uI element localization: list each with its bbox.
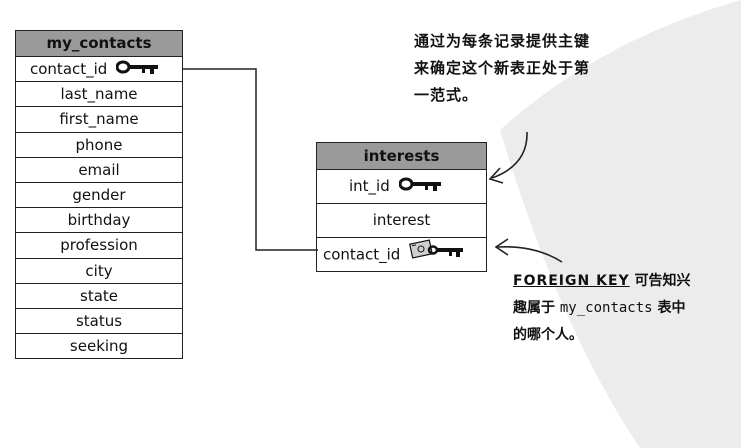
int-id-label: int_id xyxy=(349,177,390,195)
fk-note-line3: 的哪个人。 xyxy=(513,327,583,343)
primary-key-annotation: 通过为每条记录提供主键 来确定这个新表正处于第 一范式。 xyxy=(414,28,629,109)
field-status: status xyxy=(16,309,182,335)
interests-table: interests int_id interest contact_id xyxy=(316,142,487,272)
field-seeking: seeking xyxy=(69,337,129,356)
field-interest: interest xyxy=(317,204,486,238)
my-contacts-header: my_contacts xyxy=(16,31,182,57)
foreign-key-annotation: FOREIGN KEY 可告知兴 趣属于 my_contacts 表中 的哪个人… xyxy=(513,268,738,349)
my-contacts-table: my_contacts contact_id last_name first_n… xyxy=(15,30,183,360)
key-icon xyxy=(398,170,443,203)
interests-foreign-key-row: contact_id xyxy=(317,238,486,271)
fk-note-line2-a: 趣属于 xyxy=(513,300,560,316)
field-first-name: first_name xyxy=(16,107,182,133)
field-birthday: birthday xyxy=(16,208,182,234)
field-city: city xyxy=(16,259,182,284)
foreign-key-term: FOREIGN KEY xyxy=(513,273,630,289)
fk-note-line1-rest: 可告知兴 xyxy=(629,273,691,289)
foreign-key-label: contact_id xyxy=(323,245,401,264)
interests-primary-key-row: int_id xyxy=(317,170,486,204)
primary-key-label: contact_id xyxy=(30,60,108,78)
interests-header: interests xyxy=(317,143,486,170)
fk-note-line2-b: 表中 xyxy=(652,300,686,316)
field-last-name: last_name xyxy=(16,82,182,108)
pk-note-line3: 一范式。 xyxy=(414,86,479,104)
my-contacts-primary-key-row: contact_id xyxy=(16,57,182,83)
field-email: email xyxy=(16,158,182,183)
fk-note-code: my_contacts xyxy=(559,300,653,316)
pk-note-line1: 通过为每条记录提供主键 xyxy=(414,32,591,50)
key-icon xyxy=(115,57,160,81)
field-gender: gender xyxy=(16,183,182,209)
pk-note-line2: 来确定这个新表正处于第 xyxy=(414,59,591,77)
field-profession: profession xyxy=(16,233,182,259)
field-state: state xyxy=(16,284,182,309)
field-phone: phone xyxy=(16,133,182,158)
banknote-key-icon xyxy=(409,238,465,272)
